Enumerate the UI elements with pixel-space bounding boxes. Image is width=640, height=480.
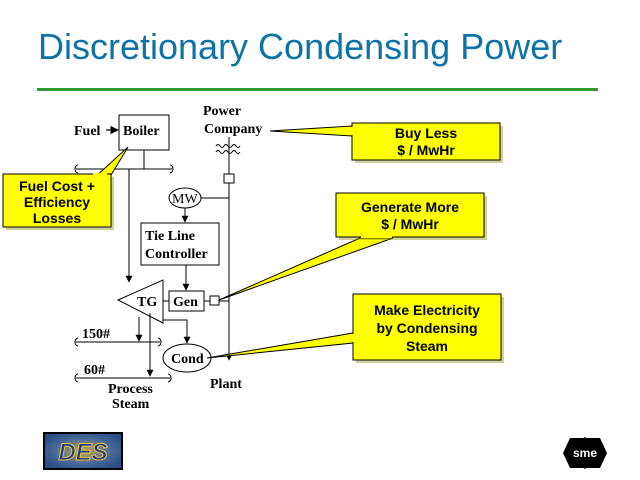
tg-label: TG: [137, 295, 157, 310]
buy-less-line2: $ / MwHr: [397, 142, 455, 158]
tie-line-controller-box: [140, 222, 220, 266]
header-end-cap-right: [169, 164, 174, 174]
title-underline: [37, 88, 598, 91]
header-150-cap-left: [74, 337, 79, 347]
mw-label: MW: [172, 192, 198, 207]
fuel-cost-line3: Losses: [33, 210, 81, 226]
p60-label: 60#: [84, 363, 105, 378]
des-logo-text: DES: [58, 439, 107, 466]
plant-label: Plant: [210, 377, 242, 392]
buy-less-callout-pointer: [269, 125, 353, 137]
company-label: Company: [204, 122, 262, 137]
generate-more-callout: [335, 192, 485, 238]
fuel-cost-line1: Fuel Cost +: [19, 178, 95, 194]
buy-less-line1: Buy Less: [395, 125, 457, 141]
cond-label: Cond: [171, 352, 204, 367]
boiler-label: Boiler: [123, 124, 160, 139]
generate-more-callout-pointer: [218, 237, 394, 301]
steam-label: Steam: [112, 397, 150, 412]
breaker-top: [223, 173, 235, 184]
process-label: Process: [108, 382, 153, 397]
tie-line-label: Tie Line: [145, 229, 195, 244]
p150-label: 150#: [82, 327, 110, 342]
fuel-label: Fuel: [74, 124, 101, 139]
generate-more-line2: $ / MwHr: [381, 216, 439, 232]
des-logo: DES: [43, 432, 123, 470]
header-150-cap-right: [157, 337, 162, 347]
header-end-cap-left: [74, 164, 79, 174]
make-electricity-callout: [352, 293, 502, 361]
make-electricity-line3: Steam: [406, 338, 448, 354]
gen-label: Gen: [173, 295, 198, 310]
header-60-cap-right: [167, 373, 172, 383]
transformer-coil-bottom: [215, 150, 241, 154]
power-label: Power: [203, 104, 241, 119]
buy-less-callout: [351, 122, 501, 161]
fuel-cost-callout: [2, 173, 112, 228]
boiler-box: [118, 114, 170, 151]
fuel-cost-line2: Efficiency: [24, 194, 90, 210]
slide-title: Discretionary Condensing Power: [38, 26, 563, 67]
make-electricity-line1: Make Electricity: [374, 302, 480, 318]
exhaust-to-cond-arrow: [163, 319, 191, 344]
header-60-cap-left: [74, 373, 79, 383]
make-electricity-line2: by Condensing: [376, 320, 477, 336]
sme-logo-text: sme: [573, 446, 597, 460]
transformer-coil-top: [215, 144, 241, 148]
controller-label: Controller: [145, 247, 208, 262]
sme-logo: sme: [563, 437, 607, 469]
gen-breaker: [209, 295, 220, 306]
generate-more-line1: Generate More: [361, 199, 459, 215]
